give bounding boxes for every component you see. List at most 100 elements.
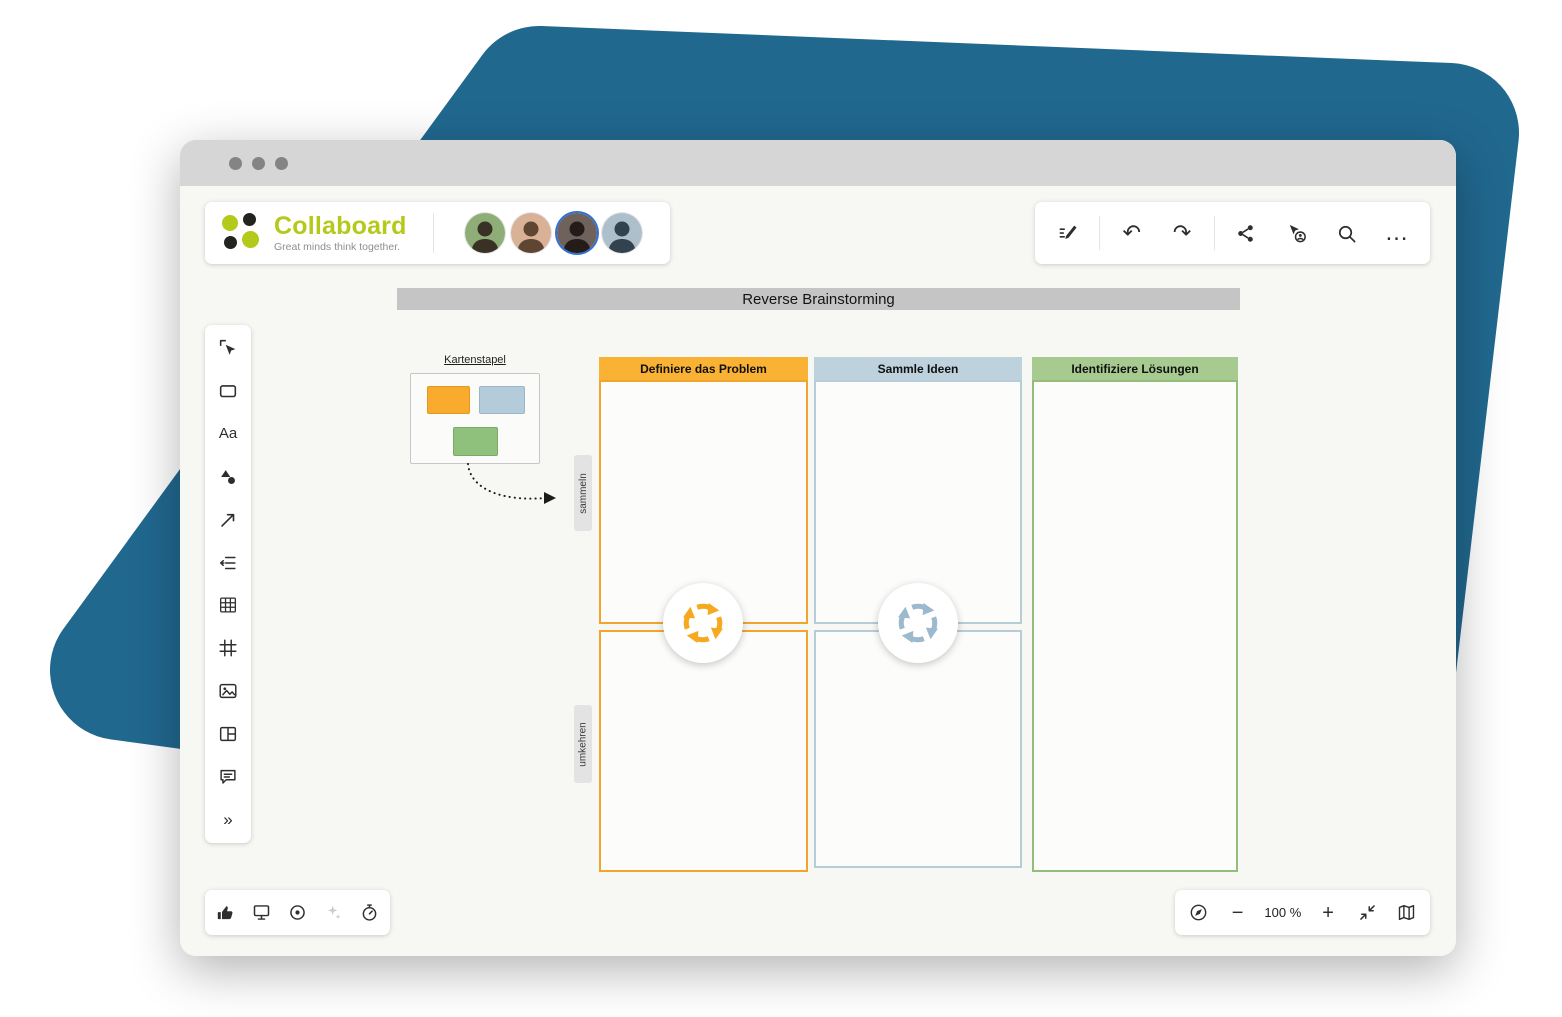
divider [432,213,434,253]
brand-card: Collaboard Great minds think together. [205,202,670,264]
top-toolbar: ↶ ↷ [1035,202,1430,264]
zoom-in-button[interactable]: + [1312,897,1344,929]
minimap-button[interactable] [1391,897,1423,929]
dotted-connector-arrow[interactable] [460,460,565,508]
thumbs-up-icon [217,906,233,920]
undo-button[interactable]: ↶ [1113,214,1151,252]
column-title: Sammle Ideen [877,361,959,376]
outline-icon [219,556,236,569]
search-button[interactable] [1328,214,1366,252]
column-title: Definiere das Problem [640,361,767,376]
row-label-umkehren[interactable]: umkehren [574,705,592,783]
compass-button[interactable] [1182,897,1214,929]
logo-dot [242,231,259,248]
table-grid-icon [220,597,236,613]
comment-tool-button[interactable] [212,763,244,791]
column-definiere-das-problem: Definiere das Problem [599,357,808,872]
draw-mode-button[interactable] [1049,214,1087,252]
outline-tool-button[interactable] [212,549,244,577]
frame-tool-button[interactable] [212,634,244,662]
column-section-bottom[interactable] [599,630,808,872]
layout-icon [219,727,237,742]
zoom-toolbar: − 100 % + [1175,890,1430,935]
arrow-tool-button[interactable] [212,506,244,534]
app-window: Collaboard Great minds think together. [180,140,1456,956]
redo-button[interactable]: ↷ [1163,214,1201,252]
monitor-icon [253,905,270,920]
focus-button[interactable] [281,897,313,929]
brand-name: Collaboard [274,212,407,241]
minus-icon: − [1231,901,1244,924]
column-identifiziere-loesungen: Identifiziere Lösungen [1032,357,1238,872]
card-stack-label[interactable]: Kartenstapel [444,354,506,366]
divider [1099,216,1101,250]
stack-card-green[interactable] [453,427,498,456]
collaborator-avatar-1[interactable] [465,213,505,253]
column-section[interactable] [1032,380,1238,872]
logo-dot [243,213,256,226]
cycle-badge-orange[interactable] [663,583,743,663]
row-label-text: umkehren [577,721,589,767]
board-title: Reverse Brainstorming [742,290,895,308]
refresh-cycle-icon [683,603,723,643]
shapes-icon [221,469,235,484]
column-section-bottom[interactable] [814,630,1022,868]
redo-icon: ↷ [1172,220,1192,245]
row-label-text: sammeln [577,472,589,514]
undo-icon: ↶ [1122,220,1141,245]
zoom-out-button[interactable]: − [1222,897,1254,929]
search-icon [1339,225,1356,243]
text-tool-button[interactable]: Aa [212,420,244,448]
column-header[interactable]: Definiere das Problem [599,357,808,380]
collaboard-logo-icon [222,213,262,253]
column-header[interactable]: Identifiziere Lösungen [1032,357,1238,380]
window-control-dot-3[interactable] [275,156,288,170]
more-icon: … [1384,219,1410,246]
card-stack[interactable] [410,373,540,464]
window-control-dot-1[interactable] [229,156,242,170]
collapse-toolbar-button[interactable]: » [212,806,244,834]
chevron-double-right-icon: » [223,809,233,829]
bottom-left-toolbar [205,890,390,935]
magic-button-disabled[interactable] [318,897,350,929]
refresh-cycle-icon [898,603,938,643]
select-tool-button[interactable] [212,334,244,362]
shapes-tool-button[interactable] [212,463,244,491]
share-button[interactable] [1227,214,1265,252]
column-header[interactable]: Sammle Ideen [814,357,1022,380]
left-toolbar: Aa [205,325,251,843]
stack-card-orange[interactable] [427,386,470,414]
note-tool-button[interactable] [212,377,244,405]
brand-text: Collaboard Great minds think together. [274,212,407,253]
timer-button[interactable] [354,897,386,929]
layout-tool-button[interactable] [212,720,244,748]
board-canvas[interactable]: Collaboard Great minds think together. [180,186,1456,956]
cycle-badge-blue[interactable] [878,583,958,663]
stopwatch-icon [362,904,377,921]
collaborator-avatar-2[interactable] [511,213,551,253]
map-icon [1398,904,1415,921]
window-titlebar [180,140,1456,186]
share-icon [1238,224,1254,242]
collaborator-avatars [465,213,645,253]
reactions-button[interactable] [209,897,241,929]
column-title: Identifiziere Lösungen [1071,361,1199,376]
window-control-dot-2[interactable] [252,156,265,170]
collaborator-avatar-3-active[interactable] [557,213,597,253]
board-title-bar[interactable]: Reverse Brainstorming [397,288,1240,310]
target-icon [290,905,305,920]
stack-card-blue[interactable] [479,386,525,414]
more-button[interactable]: … [1378,214,1416,252]
collaborator-avatar-4[interactable] [602,213,642,253]
sparkle-icon [327,905,341,920]
frame-icon [219,639,237,657]
text-tool-icon: Aa [218,425,238,443]
fit-screen-button[interactable] [1351,897,1383,929]
image-tool-button[interactable] [212,677,244,705]
follow-user-button[interactable] [1277,214,1315,252]
table-tool-button[interactable] [212,591,244,619]
present-button[interactable] [245,897,277,929]
comment-icon [220,769,236,784]
row-label-sammeln[interactable]: sammeln [574,455,592,531]
divider [1213,216,1215,250]
